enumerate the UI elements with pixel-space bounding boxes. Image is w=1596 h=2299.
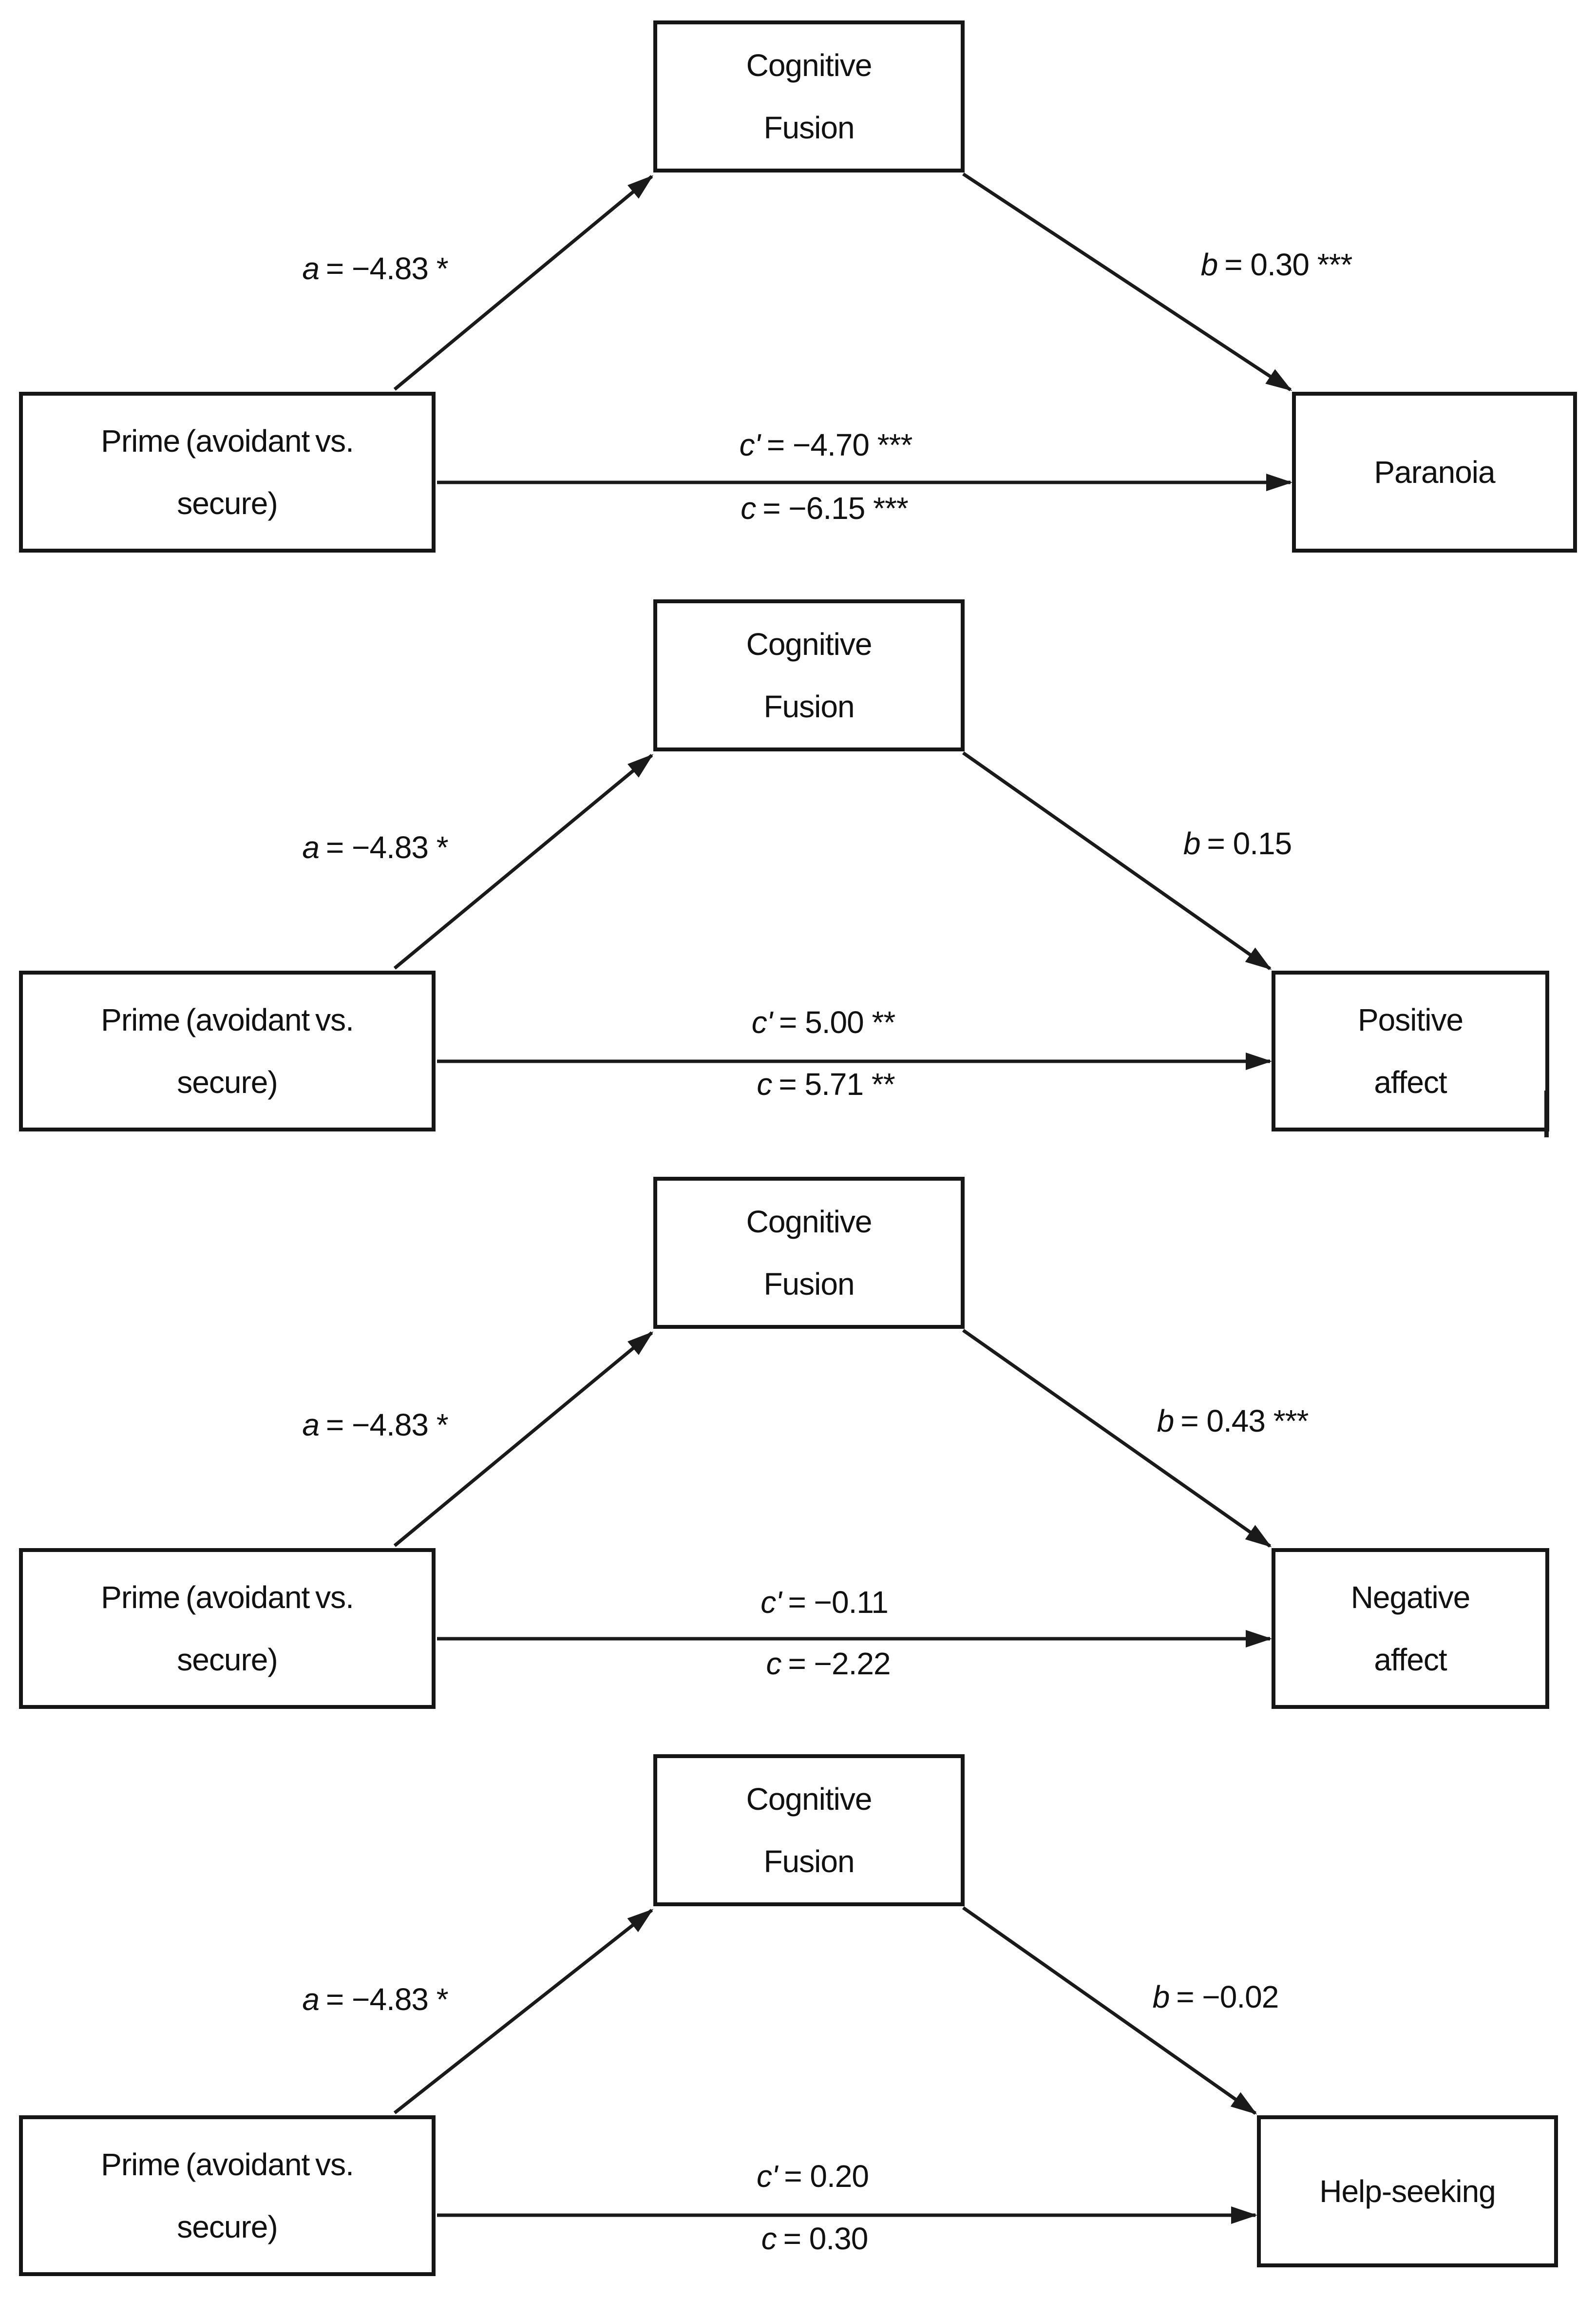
path-c-prime-label: c'= 5.00 ** — [751, 1004, 896, 1040]
predictor-label: Prime (avoidant vs. secure) — [101, 1002, 354, 1100]
path-a-value: = −4.83 * — [325, 1407, 449, 1442]
path-c-label: c= 0.30 — [761, 2221, 869, 2257]
path-c-variable: c — [766, 1646, 781, 1681]
path-c-prime-value: = 0.20 — [784, 2159, 869, 2194]
path-a-variable: a — [302, 1407, 320, 1442]
path-c-variable: c — [761, 2221, 777, 2256]
mediator-box: Cognitive Fusion — [653, 599, 965, 751]
mediation-diagram-negative-affect: Cognitive Fusion Prime (avoidant vs. sec… — [0, 1156, 1596, 1722]
path-a-label: a= −4.83 * — [302, 1407, 448, 1443]
path-c-prime-variable: c' — [739, 427, 760, 462]
path-c-label: c= −2.22 — [766, 1646, 891, 1682]
path-c-variable: c — [757, 1067, 772, 1102]
path-c-label: c= −6.15 *** — [741, 490, 909, 526]
predictor-label: Prime (avoidant vs. secure) — [101, 1580, 354, 1677]
path-c-prime-label: c'= −0.11 — [760, 1584, 889, 1620]
path-c-label: c= 5.71 ** — [757, 1066, 895, 1102]
path-b-value: = −0.02 — [1176, 1979, 1279, 2014]
path-b-variable: b — [1200, 247, 1218, 282]
path-a-variable: a — [302, 1982, 320, 2017]
path-b-value: = 0.43 *** — [1180, 1403, 1309, 1438]
outcome-box: Positive affect — [1272, 971, 1549, 1131]
path-a-value: = −4.83 * — [325, 830, 449, 865]
path-a-value: = −4.83 * — [325, 1982, 449, 2017]
path-b-value: = 0.15 — [1207, 826, 1292, 861]
path-b-variable: b — [1152, 1979, 1170, 2014]
path-a-label: a= −4.83 * — [302, 250, 448, 287]
path-c-prime-label: c'= −4.70 *** — [739, 427, 913, 463]
predictor-box: Prime (avoidant vs. secure) — [19, 2115, 436, 2276]
path-c-value: = −6.15 *** — [762, 491, 909, 526]
path-c-prime-variable: c' — [760, 1585, 781, 1620]
outcome-box: Negative affect — [1272, 1548, 1549, 1709]
predictor-label: Prime (avoidant vs. secure) — [101, 423, 354, 521]
path-c-value: = −2.22 — [788, 1646, 891, 1681]
predictor-box: Prime (avoidant vs. secure) — [19, 392, 436, 553]
path-b-variable: b — [1157, 1403, 1175, 1438]
path-b-value: = 0.30 *** — [1224, 247, 1352, 282]
mediator-label: Cognitive Fusion — [746, 1204, 873, 1302]
path-c-prime-value: = 5.00 ** — [779, 1005, 895, 1040]
mediator-label: Cognitive Fusion — [746, 1782, 873, 1879]
path-c-variable: c — [741, 491, 756, 526]
path-a-label: a= −4.83 * — [302, 1981, 448, 2017]
mediator-box: Cognitive Fusion — [653, 1177, 965, 1329]
mediator-label: Cognitive Fusion — [746, 48, 873, 145]
mediator-box: Cognitive Fusion — [653, 20, 965, 172]
path-c-prime-value: = −0.11 — [788, 1585, 888, 1620]
path-a-value: = −4.83 * — [325, 251, 449, 286]
path-b-variable: b — [1183, 826, 1201, 861]
outcome-label: Negative affect — [1350, 1580, 1471, 1677]
mediation-diagram-positive-affect: Cognitive Fusion Prime (avoidant vs. sec… — [0, 579, 1596, 1144]
mediation-diagram-help-seeking: Cognitive Fusion Prime (avoidant vs. sec… — [0, 1734, 1596, 2299]
outcome-label: Help-seeking — [1319, 2174, 1496, 2209]
outcome-box: Help-seeking — [1257, 2115, 1558, 2267]
predictor-label: Prime (avoidant vs. secure) — [101, 2147, 354, 2244]
path-b-label: b= 0.30 *** — [1200, 247, 1353, 283]
path-a-variable: a — [302, 251, 320, 286]
path-a-label: a= −4.83 * — [302, 829, 448, 865]
mediator-box: Cognitive Fusion — [653, 1754, 965, 1906]
path-a-variable: a — [302, 830, 320, 865]
path-c-prime-label: c'= 0.20 — [757, 2158, 869, 2194]
path-c-value: = 5.71 ** — [779, 1067, 895, 1102]
path-c-prime-value: = −4.70 *** — [766, 427, 913, 462]
outcome-label: Positive affect — [1357, 1002, 1463, 1100]
mediator-label: Cognitive Fusion — [746, 627, 873, 724]
artifact-tick — [1544, 1091, 1549, 1137]
path-c-value: = 0.30 — [783, 2221, 869, 2256]
path-c-prime-variable: c' — [757, 2159, 778, 2194]
mediation-diagram-paranoia: Cognitive Fusion Prime (avoidant vs. sec… — [0, 0, 1596, 565]
path-c-prime-variable: c' — [751, 1005, 773, 1040]
path-b-label: b= −0.02 — [1153, 1979, 1279, 2015]
outcome-label: Paranoia — [1374, 455, 1495, 490]
path-b-label: b= 0.43 *** — [1157, 1403, 1309, 1439]
predictor-box: Prime (avoidant vs. secure) — [19, 1548, 436, 1709]
predictor-box: Prime (avoidant vs. secure) — [19, 971, 436, 1131]
outcome-box: Paranoia — [1292, 392, 1577, 553]
path-b-label: b= 0.15 — [1183, 825, 1292, 862]
